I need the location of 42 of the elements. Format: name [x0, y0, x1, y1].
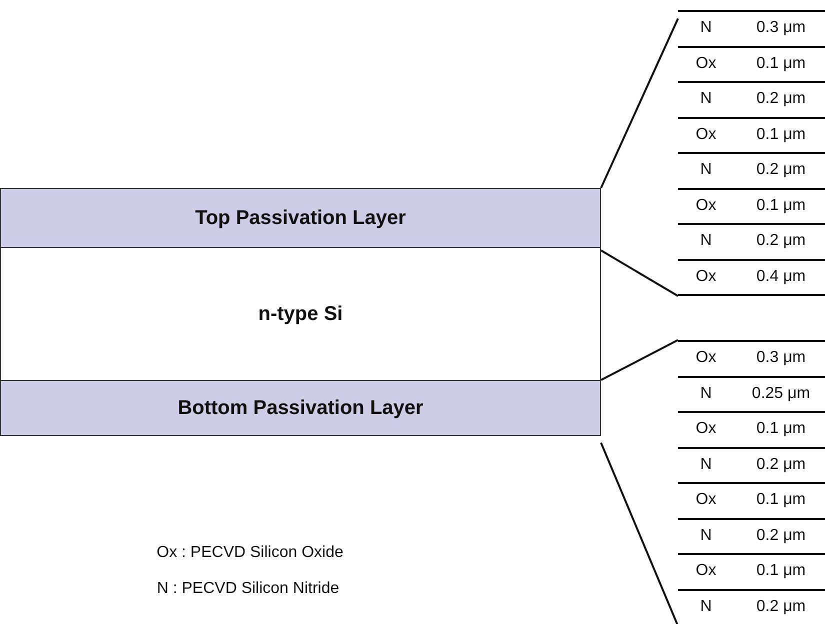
leader-line	[600, 442, 679, 624]
layer-code: N	[699, 90, 713, 108]
layer-code: N	[699, 161, 713, 179]
layer-code: Ox	[694, 349, 718, 367]
layer-code: N	[699, 598, 713, 616]
thickness-value: 0.2 μm	[755, 90, 807, 108]
layer-code: Ox	[694, 268, 718, 286]
layer-code: N	[699, 526, 713, 544]
leader-line	[600, 250, 678, 297]
passivation-layer: Top Passivation Layer	[0, 188, 601, 248]
layer-code: N	[699, 384, 713, 402]
thickness-value: 0.2 μm	[755, 161, 807, 179]
legend-note: Ox : PECVD Silicon Oxide	[156, 544, 344, 562]
layer-code: Ox	[694, 126, 718, 144]
thickness-value: 0.1 μm	[755, 562, 807, 580]
layer-code: Ox	[694, 491, 718, 509]
leader-line	[600, 18, 679, 188]
layer-code: N	[699, 456, 713, 474]
layer-code: Ox	[694, 196, 718, 214]
thickness-value: 0.1 μm	[755, 420, 807, 438]
layer-code: Ox	[694, 420, 718, 438]
thickness-value: 0.1 μm	[755, 491, 807, 509]
thickness-value: 0.2 μm	[755, 598, 807, 616]
layer-code: N	[699, 19, 713, 37]
thickness-value: 0.4 μm	[755, 268, 807, 286]
substrate-layer: n-type Si	[0, 247, 601, 381]
legend-note: N : PECVD Silicon Nitride	[156, 580, 340, 598]
passivation-layer: Bottom Passivation Layer	[0, 380, 601, 436]
leader-line	[600, 339, 678, 381]
thickness-value: 0.3 μm	[755, 349, 807, 367]
thickness-value: 0.2 μm	[755, 232, 807, 250]
layer-code: N	[699, 232, 713, 250]
thickness-value: 0.25 μm	[750, 384, 812, 402]
layer-table	[678, 10, 825, 296]
thickness-value: 0.1 μm	[755, 54, 807, 72]
thickness-value: 0.2 μm	[755, 456, 807, 474]
thickness-value: 0.1 μm	[755, 196, 807, 214]
thickness-value: 0.3 μm	[755, 19, 807, 37]
layer-code: Ox	[694, 54, 718, 72]
layer-code: Ox	[694, 562, 718, 580]
thickness-value: 0.1 μm	[755, 126, 807, 144]
thickness-value: 0.2 μm	[755, 526, 807, 544]
